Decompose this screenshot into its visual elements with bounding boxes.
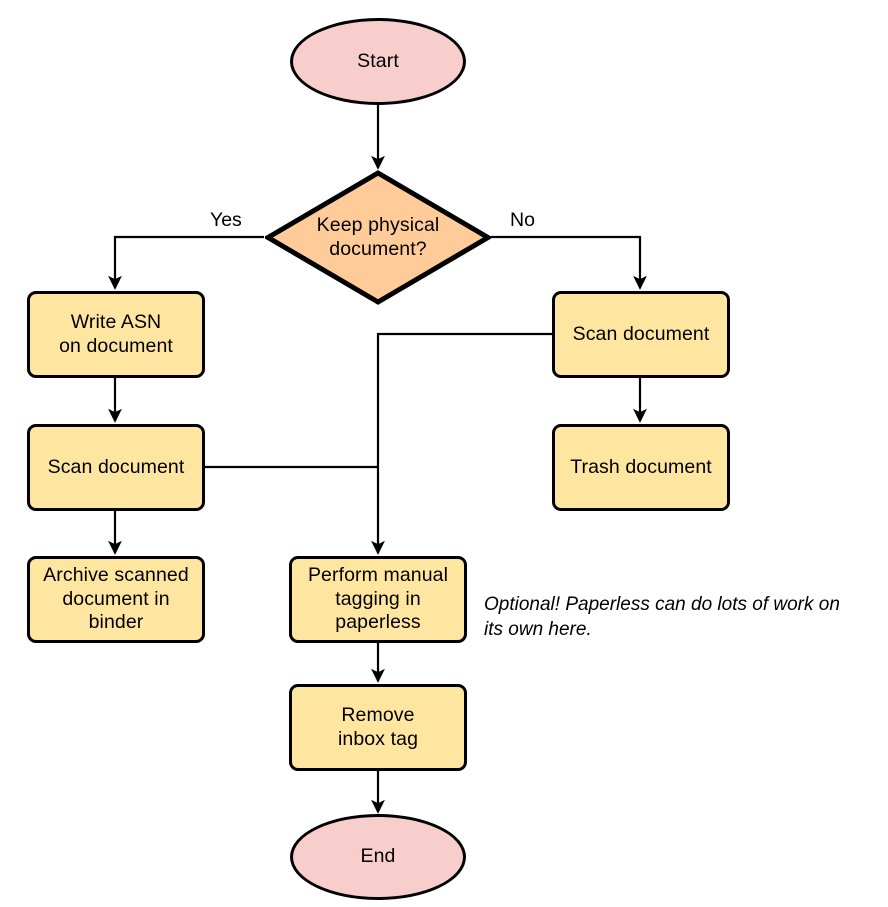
annotation-optional-note: Optional! Paperless can do lots of work … <box>484 592 884 642</box>
node-manual-tagging-label-line1: Perform manual <box>307 564 449 587</box>
node-write-asn-on-document[interactable]: Write ASN on document <box>27 291 205 378</box>
connector-decision-yes-to-write-asn <box>108 235 264 290</box>
node-scan-document-right[interactable]: Scan document <box>552 291 730 378</box>
node-archive-label-line3: binder <box>88 611 144 634</box>
node-scan-document-left[interactable]: Scan document <box>27 424 205 511</box>
node-write-asn-label-line1: Write ASN <box>70 311 162 333</box>
node-start-label: Start <box>357 49 399 72</box>
node-write-asn-label-line2: on document <box>59 334 173 357</box>
node-trash-document[interactable]: Trash document <box>552 424 730 511</box>
edge-label-yes: Yes <box>210 209 242 231</box>
node-end[interactable]: End <box>290 814 466 900</box>
node-manual-tagging-label-line2: tagging in <box>335 587 421 610</box>
node-perform-manual-tagging[interactable]: Perform manual tagging in paperless <box>289 556 467 643</box>
node-end-label: End <box>360 845 396 868</box>
annotation-optional-note-line2: its own here. <box>484 619 592 640</box>
node-decision-keep-physical-document[interactable]: Keep physical document? <box>265 170 491 305</box>
node-remove-inbox-label-line1: Remove <box>341 704 415 726</box>
node-remove-inbox-label: Remove inbox tag <box>338 704 418 751</box>
node-scan-document-left-label: Scan document <box>47 455 185 478</box>
node-trash-document-label: Trash document <box>570 455 712 478</box>
edge-label-no: No <box>510 209 535 231</box>
node-archive-label-line2: document in <box>62 587 170 610</box>
node-decision-label-line1: Keep physical <box>316 214 440 236</box>
node-start[interactable]: Start <box>290 18 466 105</box>
node-decision-label: Keep physical document? <box>265 214 491 261</box>
node-manual-tagging-label-line3: paperless <box>335 611 421 634</box>
node-scan-document-right-label: Scan document <box>572 322 710 345</box>
node-manual-tagging-label: Perform manual tagging in paperless <box>308 564 448 635</box>
node-write-asn-label: Write ASN on document <box>59 311 173 358</box>
node-remove-inbox-tag[interactable]: Remove inbox tag <box>289 684 467 771</box>
connector-decision-no-to-scan-right <box>491 235 647 290</box>
node-archive-scanned-document[interactable]: Archive scanned document in binder <box>27 556 205 643</box>
node-remove-inbox-label-line2: inbox tag <box>337 727 419 750</box>
node-decision-label-line2: document? <box>329 237 427 260</box>
connector-scan-right-to-manual-tagging <box>371 332 552 555</box>
node-archive-label: Archive scanned document in binder <box>43 564 189 635</box>
node-archive-label-line1: Archive scanned <box>43 564 189 587</box>
annotation-optional-note-line1: Optional! Paperless can do lots of work … <box>484 594 840 615</box>
diamond-shape <box>265 170 491 305</box>
